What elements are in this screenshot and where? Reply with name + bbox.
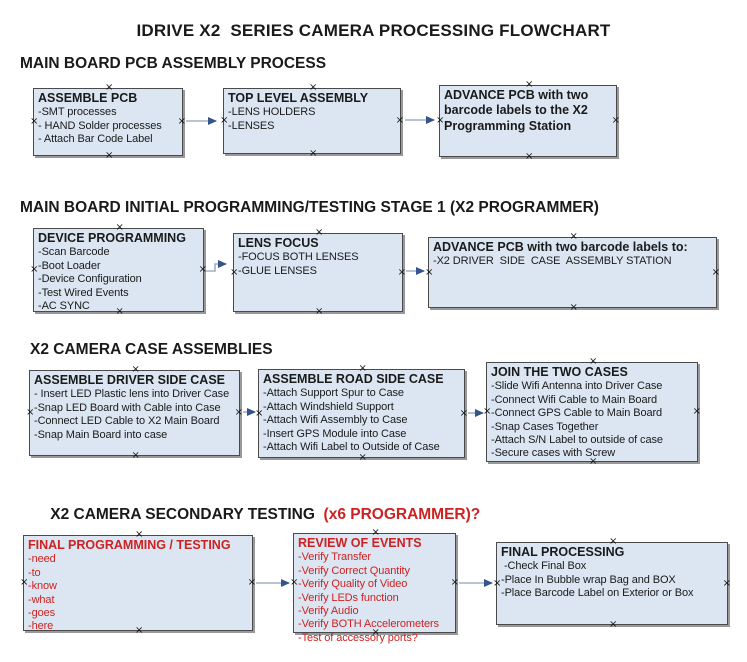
- section-heading-case-assemblies: X2 CAMERA CASE ASSEMBLIES: [30, 341, 273, 358]
- flow-box-final-processing: FINAL PROCESSING -Check Final Box-Place …: [493, 537, 731, 630]
- box-item: -need: [28, 553, 56, 566]
- flow-box-final-programming-testing: FINAL PROGRAMMING / TESTING -need-to-kno…: [20, 530, 256, 636]
- box-title: ASSEMBLE ROAD SIDE CASE: [263, 372, 444, 386]
- box-item: -what: [28, 593, 55, 606]
- box-item: -Attach Support Spur to Case: [263, 387, 404, 400]
- page-title: IDRIVE X2 SERIES CAMERA PROCESSING FLOWC…: [136, 21, 611, 40]
- box-item: -Verify Correct Quantity: [298, 564, 410, 577]
- anchor-x-icon: ×: [315, 306, 324, 317]
- box-item: -Attach S/N Label to outside of case: [491, 434, 663, 446]
- box-item: -Boot Loader: [38, 259, 101, 272]
- box-item: -Secure cases with Screw: [491, 447, 616, 460]
- box-item: - Insert LED Plastic lens into Driver Ca…: [34, 388, 230, 401]
- box-item: -know: [28, 580, 57, 593]
- anchor-x-icon: ×: [131, 450, 140, 461]
- flow-box-lens-focus: LENS FOCUS -FOCUS BOTH LENSES-GLUE LENSE…: [230, 228, 406, 317]
- flow-box-review-of-events: REVIEW OF EVENTS -Verify Transfer-Verify…: [290, 528, 459, 644]
- box-item: -LENSES: [228, 119, 275, 132]
- flow-box-join-the-two-cases: JOIN THE TWO CASES -Slide Wifi Antenna i…: [483, 357, 701, 467]
- box-item: -Attach Wifi Assembly to Case: [263, 414, 408, 427]
- box-item: -FOCUS BOTH LENSES: [238, 251, 359, 264]
- box-title: JOIN THE TWO CASES: [491, 365, 628, 379]
- anchor-x-icon: ×: [711, 266, 720, 278]
- box-item: -Attach Windshield Support: [263, 400, 394, 413]
- flow-box-advance-pcb-programming-station: ADVANCE PCB with two barcode labels to t…: [436, 80, 620, 162]
- box-item: -Snap LED Board with Cable into Case: [34, 401, 221, 414]
- box-item: -Insert GPS Module into Case: [263, 427, 407, 440]
- box-item: -Test of accessory ports?: [298, 631, 418, 644]
- anchor-x-icon: ×: [425, 266, 434, 278]
- box-item: -Slide Wifi Antenna into Driver Case: [491, 380, 663, 393]
- anchor-x-icon: ×: [309, 148, 318, 159]
- box-item: -X2 DRIVER SIDE CASE ASSEMBLY STATION: [433, 255, 672, 268]
- box-item: -Verify Audio: [298, 605, 359, 617]
- section-heading-note: (x6 PROGRAMMER)?: [314, 506, 481, 523]
- box-item: -Scan Barcode: [38, 246, 110, 259]
- section-heading-pcb-assembly: MAIN BOARD PCB ASSEMBLY PROCESS: [20, 55, 327, 72]
- box-title: ASSEMBLE PCB: [38, 91, 138, 105]
- box-item: -Place Barcode Label on Exterior or Box: [501, 587, 694, 600]
- box-title: TOP LEVEL ASSEMBLY: [228, 91, 369, 105]
- arrow-device-to-lensfocus: [206, 260, 227, 272]
- flow-box-assemble-road-side-case: ASSEMBLE ROAD SIDE CASE -Attach Support …: [255, 364, 468, 463]
- box-item: -here: [28, 620, 54, 633]
- anchor-x-icon: ×: [525, 151, 534, 162]
- box-item: -LENS HOLDERS: [228, 106, 316, 119]
- anchor-x-icon: ×: [358, 452, 367, 463]
- anchor-x-icon: ×: [105, 150, 114, 161]
- box-item: -Attach Wifi Label to Outside of Case: [263, 441, 440, 453]
- anchor-x-icon: ×: [609, 619, 618, 630]
- box-item: -Test Wired Events: [38, 286, 129, 299]
- box-item: -Check Final Box: [501, 560, 587, 573]
- flow-box-advance-pcb-driver-side: ADVANCE PCB with two barcode labels to: …: [425, 232, 720, 313]
- box-item: -Place In Bubble wrap Bag and BOX: [501, 573, 676, 586]
- box-item: -GLUE LENSES: [238, 264, 317, 277]
- box-item: -Verify LEDs function: [298, 591, 399, 604]
- box-item: - Attach Bar Code Label: [38, 133, 153, 146]
- box-title: ADVANCE PCB with two barcode labels to:: [433, 240, 688, 254]
- box-item: - HAND Solder processes: [38, 119, 162, 132]
- box-item: -Verify Quality of Video: [298, 578, 408, 591]
- section-heading-secondary-testing: X2 CAMERA SECONDARY TESTING (x6 PROGRAMM…: [33, 488, 480, 542]
- box-title: REVIEW OF EVENTS: [298, 536, 422, 550]
- box-title: LENS FOCUS: [238, 236, 319, 250]
- box-title: ADVANCE PCB with two barcode labels to t…: [444, 88, 589, 133]
- box-item: -Snap Main Board into case: [34, 428, 168, 441]
- box-item: -Snap Cases Together: [491, 420, 599, 433]
- anchor-x-icon: ×: [569, 302, 578, 313]
- box-item: -Verify BOTH Accelerometers: [298, 618, 439, 631]
- flow-box-assemble-pcb: ASSEMBLE PCB -SMT processes- HAND Solder…: [30, 83, 186, 161]
- box-title: FINAL PROGRAMMING / TESTING: [28, 538, 231, 552]
- flow-box-assemble-driver-side-case: ASSEMBLE DRIVER SIDE CASE - Insert LED P…: [26, 365, 243, 461]
- box-title: FINAL PROCESSING: [501, 545, 625, 559]
- box-item: -Connect LED Cable to X2 Main Board: [34, 415, 220, 428]
- box-item: -Connect GPS Cable to Main Board: [491, 407, 663, 420]
- box-item: -Verify Transfer: [298, 551, 371, 564]
- section-heading-initial-programming: MAIN BOARD INITIAL PROGRAMMING/TESTING S…: [20, 199, 599, 216]
- section-heading-text: X2 CAMERA SECONDARY TESTING: [50, 506, 315, 523]
- box-item: -goes: [28, 607, 56, 619]
- box-title: ASSEMBLE DRIVER SIDE CASE: [34, 373, 226, 387]
- box-item: -to: [28, 566, 41, 579]
- box-title: DEVICE PROGRAMMING: [38, 231, 186, 245]
- flow-box-device-programming: DEVICE PROGRAMMING -Scan Barcode-Boot Lo…: [30, 223, 207, 317]
- box-item: -SMT processes: [38, 106, 117, 119]
- flow-box-top-level-assembly: TOP LEVEL ASSEMBLY -LENS HOLDERS-LENSES …: [220, 83, 404, 159]
- box-item: -Device Configuration: [38, 273, 142, 286]
- box-item: -AC SYNC: [38, 300, 90, 312]
- box-item: -Connect Wifi Cable to Main Board: [491, 393, 658, 406]
